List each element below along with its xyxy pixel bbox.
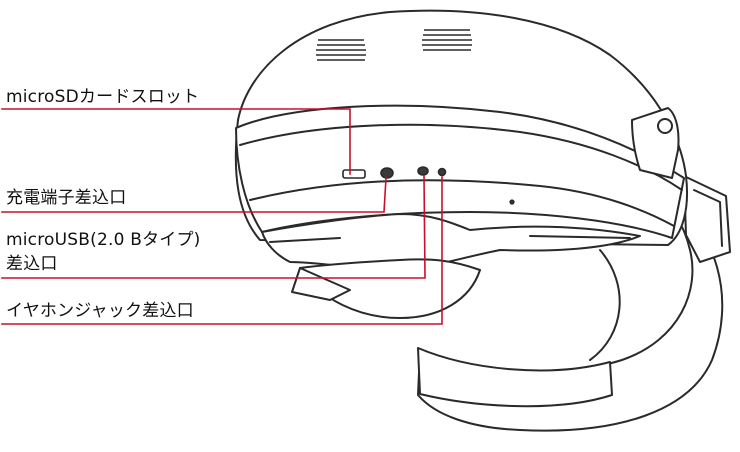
callout-line-microsd xyxy=(1,108,351,175)
nose-opening xyxy=(299,258,481,319)
vent-grille-left-icon xyxy=(316,39,366,61)
side-clip xyxy=(683,175,731,263)
label-usb-port-line2: 差込口 xyxy=(6,254,58,274)
cushion-slot-right xyxy=(529,235,631,239)
rear-pad xyxy=(417,347,613,408)
strap-inner-edge xyxy=(589,249,621,361)
label-usb-port-line1: microUSB(2.0 Bタイプ) xyxy=(6,230,201,250)
label-microsd-slot: microSDカードスロット xyxy=(6,87,200,107)
label-earphone-jack: イヤホンジャック差込口 xyxy=(6,301,194,321)
callout-line-usb xyxy=(1,175,426,279)
label-charge-port: 充電端子差込口 xyxy=(6,188,127,208)
indicator-dot-icon xyxy=(509,199,515,205)
cushion-slot-left xyxy=(269,237,341,243)
vent-grille-right-icon xyxy=(422,29,472,51)
callout-line-earphone xyxy=(1,176,443,325)
usb-port-icon xyxy=(417,166,429,176)
side-clip-inner xyxy=(693,189,723,247)
earphone-jack-icon xyxy=(437,167,447,177)
band-line-bottom xyxy=(249,179,675,227)
charge-port-icon xyxy=(380,167,394,179)
callout-line-charge xyxy=(1,177,387,213)
side-panel-icon xyxy=(631,107,680,179)
microsd-slot-icon xyxy=(342,169,366,179)
side-button-icon xyxy=(657,118,673,134)
strap-lower-link xyxy=(291,267,351,301)
band-line-top xyxy=(239,123,683,191)
